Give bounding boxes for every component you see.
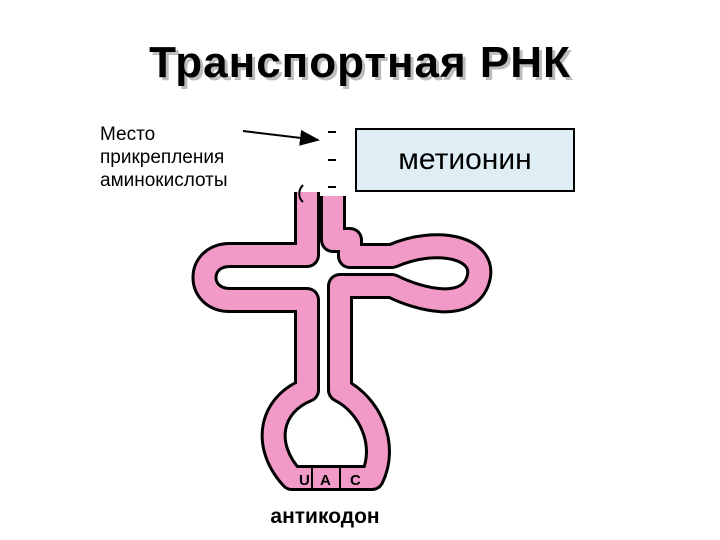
anticodon-dividers bbox=[311, 466, 341, 491]
attachment-arrow bbox=[242, 129, 320, 146]
attachment-label-line-2: прикрепления bbox=[100, 147, 225, 168]
attachment-site-curve bbox=[298, 184, 304, 203]
anticodon-base-1: U bbox=[299, 472, 310, 489]
attachment-label-line-1: Место bbox=[100, 124, 156, 145]
anticodon-base-3: C bbox=[350, 472, 361, 489]
amino-acid-box: метионин bbox=[355, 128, 575, 192]
amino-acid-label: метионин bbox=[398, 143, 532, 176]
attachment-label-line-3: аминокислоты bbox=[100, 170, 228, 191]
trna-backbone bbox=[194, 192, 490, 488]
anticodon-label: антикодон bbox=[270, 505, 380, 528]
attachment-site-label: Место прикрепления аминокислоты bbox=[100, 123, 228, 192]
anticodon-base-2: A bbox=[320, 472, 331, 489]
slide-title: Транспортная РНК bbox=[149, 38, 571, 87]
acceptor-stem-marks bbox=[328, 131, 336, 188]
